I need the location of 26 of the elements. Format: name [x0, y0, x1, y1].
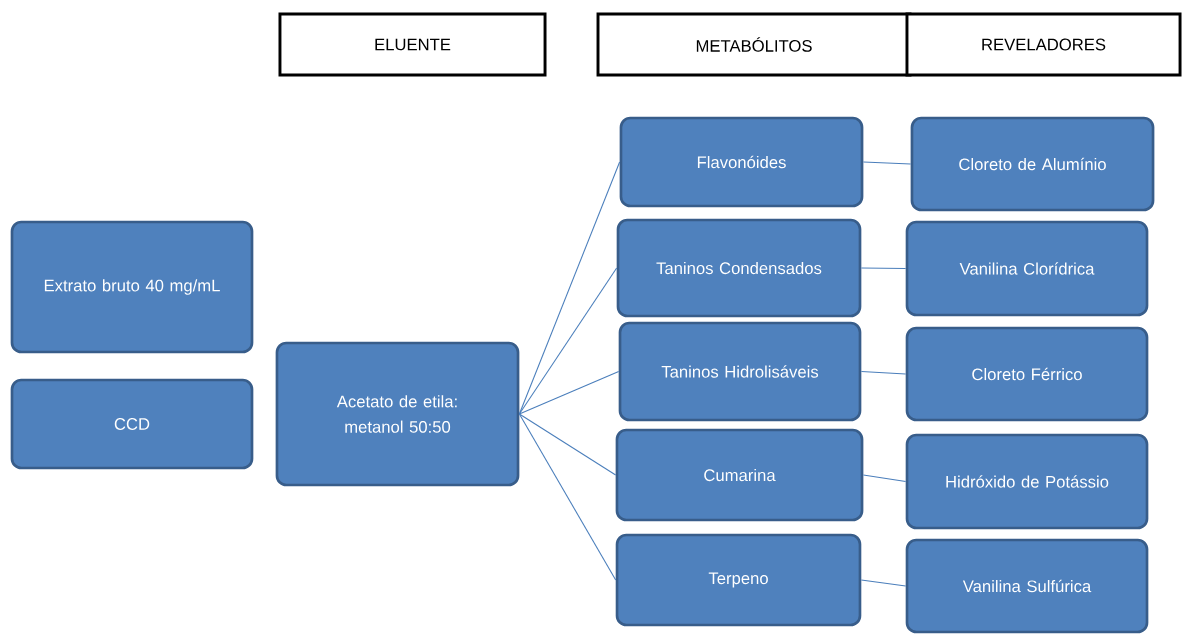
process-box: Taninos Condensados	[616, 218, 862, 318]
connector-line	[518, 267, 618, 415]
connector-line	[860, 267, 907, 270]
process-box: Terpeno	[615, 533, 862, 627]
connector-line	[860, 370, 907, 375]
connector-line	[518, 370, 620, 415]
connector-line	[518, 161, 621, 415]
connector-line	[862, 161, 912, 165]
process-box: Cloreto de Alumínio	[910, 116, 1155, 212]
process-box: Vanilina Sulfúrica	[905, 538, 1149, 634]
process-box: Cumarina	[615, 428, 864, 522]
header-box: REVELADORES	[905, 12, 1182, 77]
process-box: Acetato de etila: metanol 50:50	[275, 341, 520, 487]
process-box: Flavonóides	[619, 116, 864, 208]
process-box: Vanilina Clorídrica	[905, 220, 1149, 317]
header-box: ELUENTE	[278, 12, 547, 77]
process-box: Taninos Hidrolisáveis	[618, 321, 862, 422]
connector-line	[862, 474, 907, 483]
connector-line	[518, 413, 617, 581]
process-box: Extrato bruto 40 mg/mL	[10, 220, 254, 354]
process-box: Hidróxido de Potássio	[905, 433, 1149, 530]
header-box: METABÓLITOS	[596, 12, 912, 77]
process-box: Cloreto Férrico	[905, 326, 1149, 422]
connector-line	[860, 579, 907, 587]
process-box: CCD	[10, 378, 254, 470]
connector-line	[518, 413, 617, 476]
